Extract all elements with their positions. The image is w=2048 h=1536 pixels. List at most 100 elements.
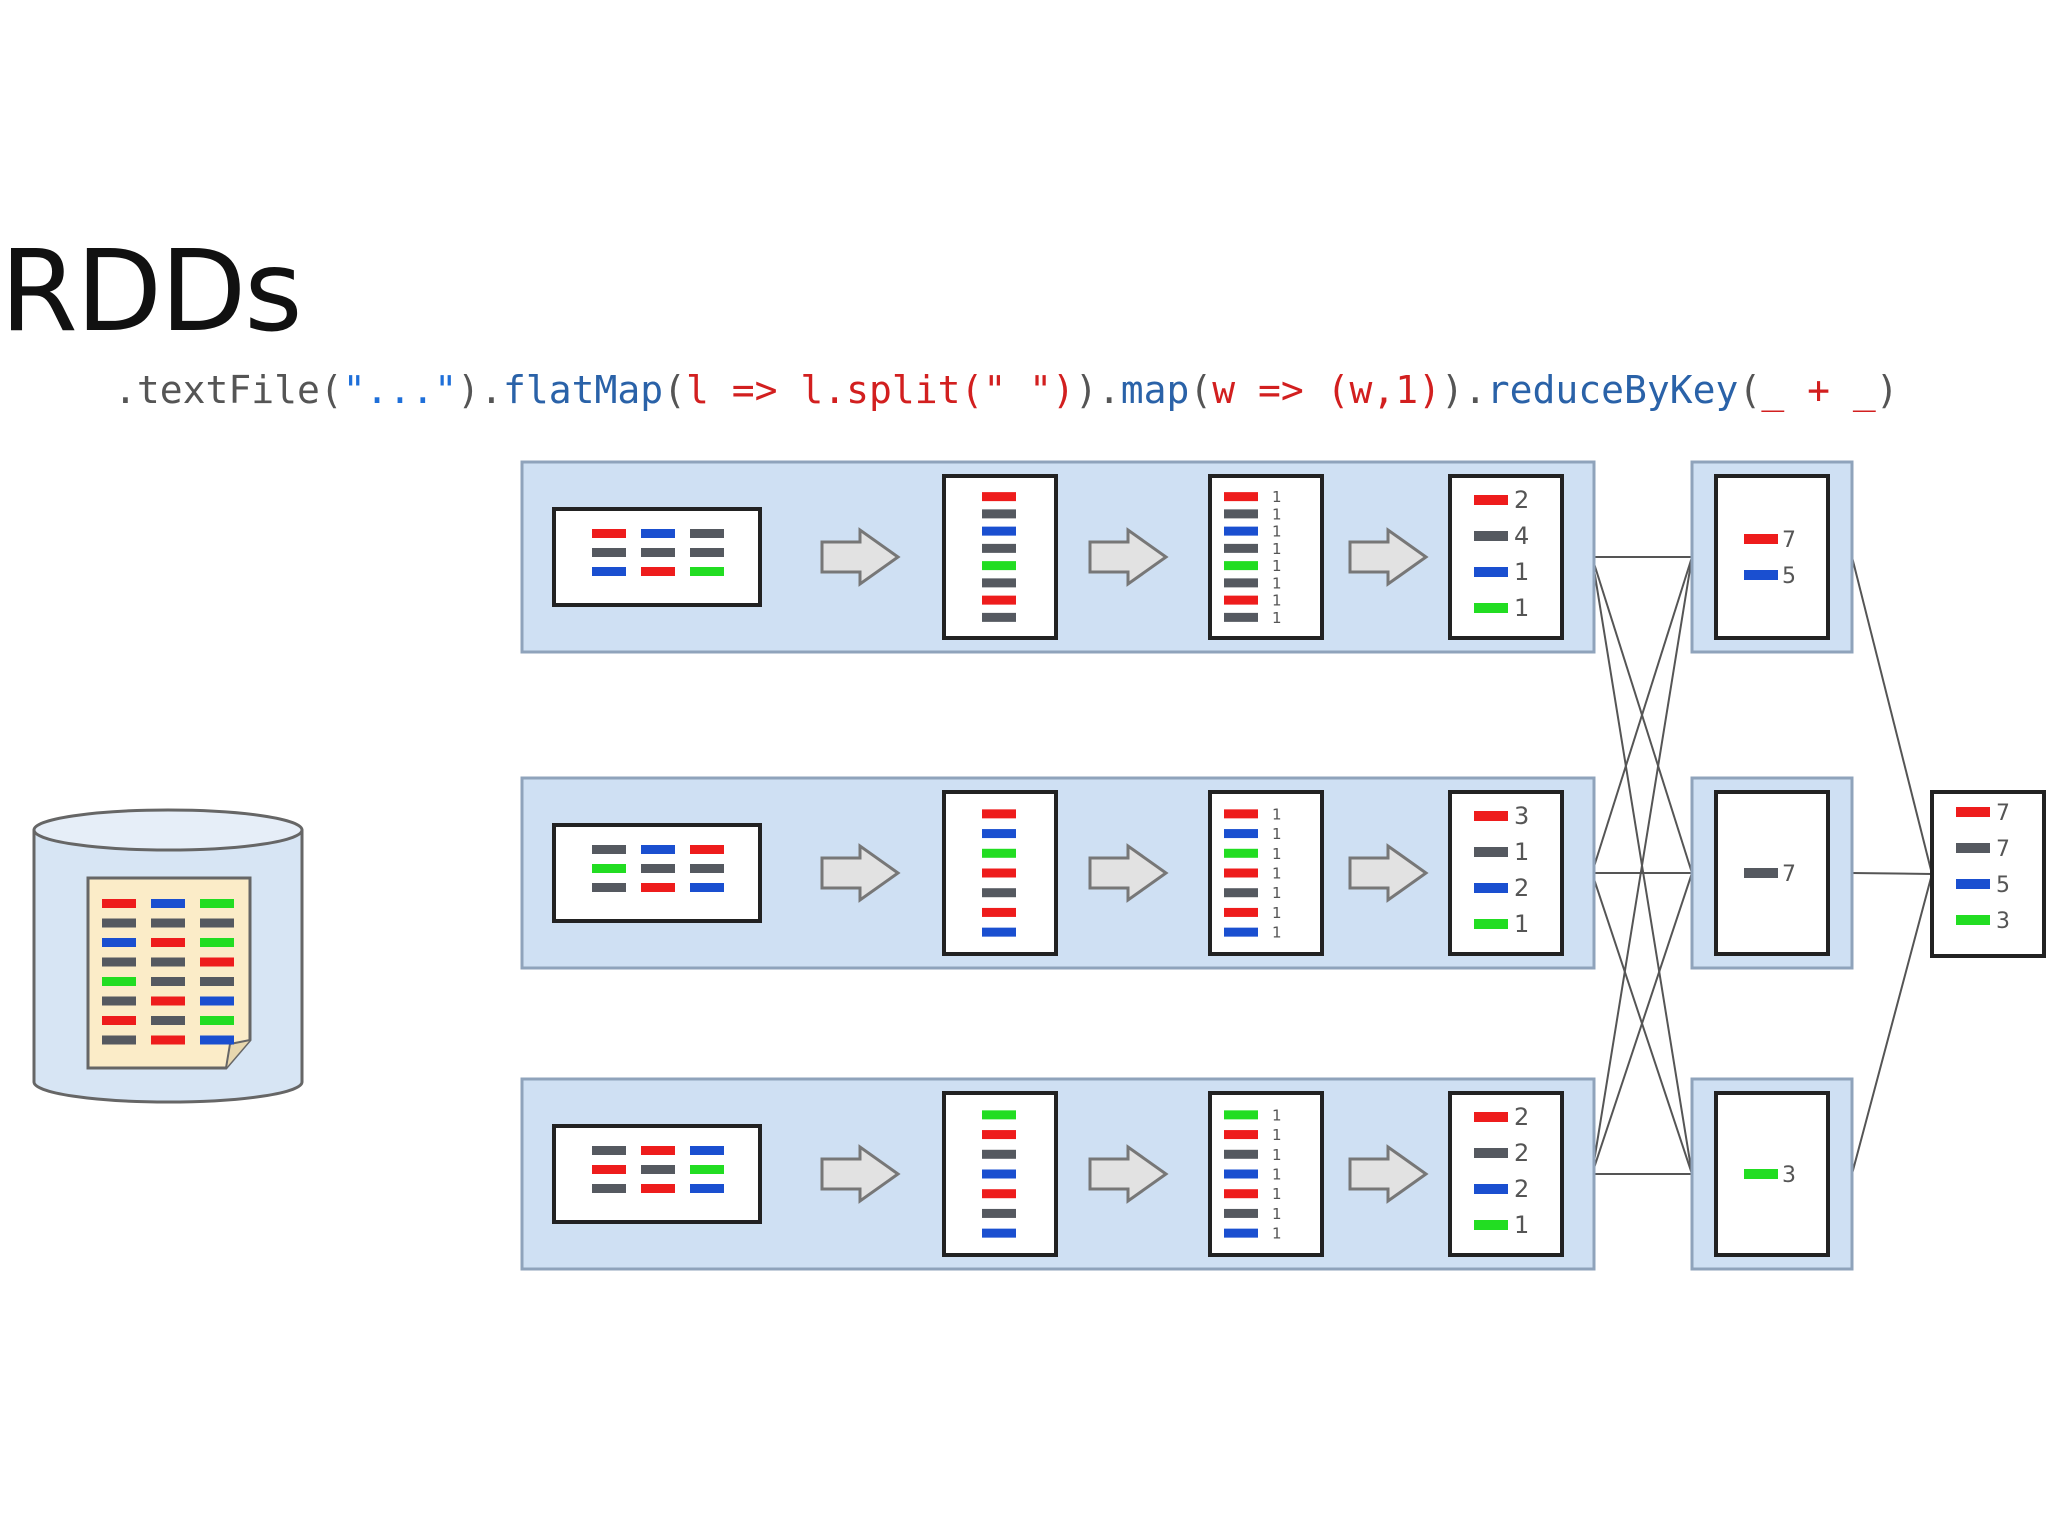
word-bar	[641, 883, 675, 892]
pair-bar	[1224, 1228, 1258, 1238]
code-token: )	[1875, 368, 1899, 412]
code-token: ).	[1074, 368, 1121, 412]
word-bar	[690, 1146, 724, 1155]
word-bar	[592, 1146, 626, 1155]
word-bar	[982, 829, 1016, 839]
document-word-bar	[102, 899, 136, 908]
final-bar	[1956, 915, 1990, 925]
code-snippet: .textFile("...").flatMap(l => l.split(" …	[114, 362, 1899, 418]
shuffled-count: 7	[1782, 862, 1796, 887]
pair-bar	[1224, 1130, 1258, 1140]
word-bar	[592, 1184, 626, 1193]
final-count: 3	[1996, 909, 2010, 934]
reduced-bar	[1474, 603, 1508, 613]
document-word-bar	[200, 938, 234, 947]
reduced-bar	[1474, 1112, 1508, 1122]
word-bar	[690, 883, 724, 892]
reduce-edge	[1851, 873, 1933, 1175]
reduced-count: 1	[1514, 838, 1529, 866]
document-word-bar	[151, 977, 185, 986]
code-token: _ + _	[1761, 368, 1876, 412]
reduced-bar	[1474, 567, 1508, 577]
pair-bar	[1224, 543, 1258, 553]
code-token: (	[663, 368, 686, 412]
word-bar	[982, 927, 1016, 937]
document-word-bar	[151, 957, 185, 967]
word-bar	[982, 888, 1016, 898]
document-word-bar	[200, 977, 234, 986]
word-bar	[641, 567, 675, 576]
reduced-count: 1	[1514, 1211, 1529, 1239]
word-bar	[592, 567, 626, 576]
pair-bar	[1224, 868, 1258, 878]
pair-count: 1	[1272, 805, 1282, 823]
document-word-bar	[151, 1016, 185, 1025]
pair-bar	[1224, 526, 1258, 536]
reduced-bar	[1474, 1148, 1508, 1158]
pair-count: 1	[1272, 884, 1282, 902]
reduced-count: 1	[1514, 594, 1529, 622]
pair-count: 1	[1272, 1225, 1282, 1243]
words-box	[942, 474, 1058, 640]
code-token: w => (w,1)	[1212, 368, 1441, 412]
reduced-count: 2	[1514, 1175, 1529, 1203]
pair-bar	[1224, 907, 1258, 917]
pair-bar	[1224, 1110, 1258, 1120]
pair-bar	[1224, 561, 1258, 571]
word-bar	[982, 526, 1016, 536]
document-word-bar	[200, 1035, 234, 1045]
word-bar	[690, 548, 724, 557]
pair-count: 1	[1272, 574, 1282, 592]
reduced-bar	[1474, 919, 1508, 929]
pair-bar	[1224, 595, 1258, 605]
word-bar	[592, 864, 626, 873]
pair-count: 1	[1272, 845, 1282, 863]
pair-bar	[1224, 578, 1258, 588]
reduced-count: 2	[1514, 1139, 1529, 1167]
word-bar	[982, 578, 1016, 588]
word-bar	[592, 529, 626, 538]
pair-bar	[1224, 1149, 1258, 1159]
word-bar	[982, 1149, 1016, 1159]
pair-count: 1	[1272, 865, 1282, 883]
word-bar	[592, 845, 626, 854]
code-token: map	[1120, 368, 1190, 412]
code-token: "..."	[342, 368, 458, 412]
pair-bar	[1224, 888, 1258, 898]
right-arrow-icon	[1088, 527, 1169, 587]
right-arrow-icon	[1088, 1144, 1169, 1204]
pair-bar	[1224, 927, 1258, 937]
reduced-count: 2	[1514, 486, 1529, 514]
shuffled-bar	[1744, 868, 1778, 878]
reduced-count: 3	[1514, 802, 1529, 830]
code-token: ).	[457, 368, 503, 412]
shuffle-edge	[1591, 556, 1693, 874]
word-bar	[690, 864, 724, 873]
shuffle-edge	[1591, 872, 1693, 1175]
shuffled-box	[1714, 474, 1830, 640]
document-word-bar	[102, 1035, 136, 1045]
word-bar	[641, 1146, 675, 1155]
pair-bar	[1224, 612, 1258, 622]
word-bar	[982, 1228, 1016, 1238]
code-token: (	[1189, 368, 1213, 412]
reduced-bar	[1474, 1220, 1508, 1230]
shuffle-edge	[1591, 556, 1693, 1175]
word-bar	[641, 1165, 675, 1174]
reduced-count: 2	[1514, 874, 1529, 902]
reduce-edge	[1851, 872, 1933, 875]
reduced-bar	[1474, 1184, 1508, 1194]
pair-count: 1	[1272, 609, 1282, 627]
pair-count: 1	[1272, 1106, 1282, 1124]
code-token: ).	[1441, 368, 1487, 412]
document-word-bar	[102, 1016, 136, 1025]
pair-bar	[1224, 809, 1258, 819]
document-word-bar	[200, 996, 234, 1006]
right-arrow-icon	[820, 1144, 901, 1204]
pair-count: 1	[1272, 1126, 1282, 1144]
word-bar	[641, 529, 675, 538]
shuffled-count: 5	[1782, 564, 1796, 589]
word-bar	[690, 1165, 724, 1174]
right-arrow-icon	[820, 843, 901, 903]
document-word-bar	[151, 899, 185, 908]
